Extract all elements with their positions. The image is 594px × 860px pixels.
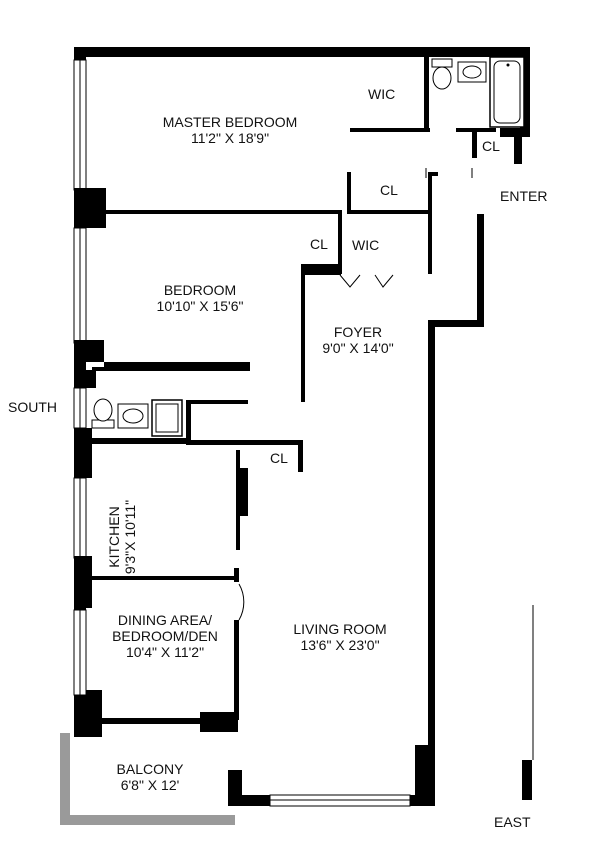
living-room-window <box>269 794 411 807</box>
cl-hall: CL <box>380 182 398 198</box>
dining-size: 10'4" X 11'2" <box>125 644 205 661</box>
sink-second-bath <box>117 403 149 429</box>
foyer-label: FOYER 9'0" X 14'0" <box>298 324 418 356</box>
kitchen-size: 9'3"X 10'11" <box>122 499 139 575</box>
cl-bath: CL <box>482 138 500 154</box>
balcony-size: 6'8" X 12' <box>120 777 180 794</box>
foyer-name: FOYER <box>333 324 383 340</box>
cl-living: CL <box>270 450 288 466</box>
master-bedroom-label: MASTER BEDROOM 11'2" X 18'9" <box>150 114 310 146</box>
south-windows <box>73 59 106 696</box>
dining-name-line1: DINING AREA/ <box>117 612 213 628</box>
balcony-label: BALCONY 6'8" X 12' <box>90 761 210 793</box>
south-label: SOUTH <box>8 399 57 415</box>
balcony <box>60 733 235 825</box>
foyer-size: 9'0" X 14'0" <box>322 340 394 357</box>
bedroom-size: 10'10" X 15'6" <box>156 298 244 315</box>
sink-master-bath <box>457 61 487 83</box>
entry-marker <box>522 605 534 800</box>
bathtub <box>489 56 525 128</box>
enter-label: ENTER <box>500 188 548 204</box>
toilet-master-bath <box>431 58 453 90</box>
master-bedroom-size: 11'2" X 18'9" <box>190 130 270 147</box>
balcony-name: BALCONY <box>116 761 184 777</box>
master-bedroom-name: MASTER BEDROOM <box>162 114 298 130</box>
dining-name-line2: BEDROOM/DEN <box>112 628 218 645</box>
dining-label: DINING AREA/ BEDROOM/DEN 10'4" X 11'2" <box>90 612 240 660</box>
door-swings <box>238 168 473 621</box>
cl-bedroom: CL <box>310 236 328 252</box>
interior-walls <box>92 47 496 724</box>
bedroom-label: BEDROOM 10'10" X 15'6" <box>120 282 280 314</box>
east-label: EAST <box>494 814 531 830</box>
wic-master: WIC <box>368 86 396 102</box>
living-room-label: LIVING ROOM 13'6" X 23'0" <box>270 621 410 653</box>
wic-bedroom: WIC <box>352 237 380 253</box>
living-room-name: LIVING ROOM <box>293 621 387 637</box>
bedroom-name: BEDROOM <box>163 282 237 298</box>
shower <box>151 399 183 437</box>
living-room-size: 13'6" X 23'0" <box>300 637 380 654</box>
kitchen-label: KITCHEN 9'3"X 10'11" <box>106 462 138 612</box>
toilet-second-bath <box>91 398 115 429</box>
kitchen-name: KITCHEN <box>106 506 122 568</box>
